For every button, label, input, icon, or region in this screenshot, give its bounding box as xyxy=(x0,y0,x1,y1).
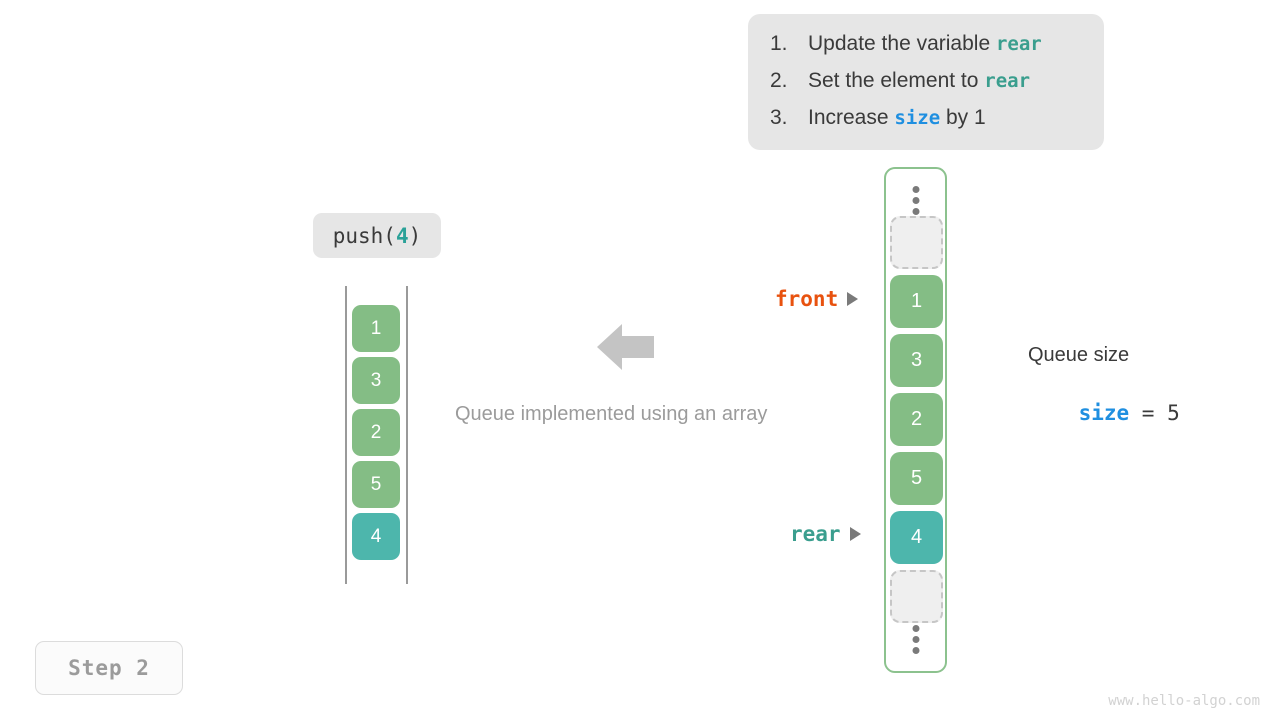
step-text-pre: Update the variable xyxy=(808,32,996,55)
operation-label: push(4) xyxy=(313,213,441,258)
pointer-arrowhead-icon xyxy=(847,292,859,306)
operation-argument: 4 xyxy=(395,223,409,248)
dot xyxy=(912,636,919,643)
operation-paren-close: ) xyxy=(408,223,422,248)
dot xyxy=(912,186,919,193)
array-cell: 3 xyxy=(352,357,400,404)
queue-container: 1 3 2 5 4 xyxy=(884,167,947,673)
queue-cell-empty xyxy=(890,570,943,623)
dot xyxy=(912,647,919,654)
step-text-pre: Set the element to xyxy=(808,69,985,92)
pointer-arrowhead-icon xyxy=(849,527,861,541)
step-list-item: 3. Increase size by 1 xyxy=(770,106,1082,143)
queue-cell: 1 xyxy=(890,275,943,328)
queue-cells: 1 3 2 5 4 xyxy=(890,216,945,629)
queue-cell-highlighted: 4 xyxy=(890,511,943,564)
step-number: 3. xyxy=(770,106,788,129)
queue-cell-empty xyxy=(890,216,943,269)
step-list-item: 1. Update the variable rear xyxy=(770,32,1082,69)
queue-cell: 2 xyxy=(890,393,943,446)
step-number: 2. xyxy=(770,69,788,92)
front-pointer-text: front xyxy=(775,287,839,311)
queue-cell: 5 xyxy=(890,452,943,505)
left-arrow-icon xyxy=(597,324,654,370)
dot xyxy=(912,625,919,632)
array-cell: 2 xyxy=(352,409,400,456)
steps-callout: 1. Update the variable rear 2. Set the e… xyxy=(748,14,1104,150)
front-pointer-label: front xyxy=(775,287,859,311)
rear-pointer-label: rear xyxy=(790,522,861,546)
left-array-cells: 1 3 2 5 4 xyxy=(352,305,400,565)
size-value: 5 xyxy=(1167,401,1180,425)
array-cell: 1 xyxy=(352,305,400,352)
watermark: www.hello-algo.com xyxy=(1108,693,1260,709)
size-equals-sign: = xyxy=(1129,401,1168,425)
queue-size-expression: size = 5 xyxy=(1028,377,1180,449)
array-rail-left xyxy=(345,286,347,584)
operation-name: push( xyxy=(332,223,396,248)
step-text-post: by 1 xyxy=(940,106,986,129)
step-text-pre: Increase xyxy=(808,106,895,129)
ellipsis-bottom-icon xyxy=(912,625,919,654)
queue-size-info: Queue size size = 5 xyxy=(1028,344,1180,449)
step-list-item: 2. Set the element to rear xyxy=(770,69,1082,106)
step-number: 1. xyxy=(770,32,788,55)
step-code-token: rear xyxy=(984,70,1031,92)
array-cell: 5 xyxy=(352,461,400,508)
dot xyxy=(912,197,919,204)
size-variable-name: size xyxy=(1078,401,1130,425)
queue-cell: 3 xyxy=(890,334,943,387)
step-code-token: size xyxy=(894,107,941,129)
diagram-caption: Queue implemented using an array xyxy=(455,403,768,425)
ellipsis-top-icon xyxy=(912,186,919,215)
dot xyxy=(912,208,919,215)
array-rail-right xyxy=(406,286,408,584)
step-badge: Step 2 xyxy=(35,641,183,695)
step-code-token: rear xyxy=(995,33,1042,55)
array-cell-highlighted: 4 xyxy=(352,513,400,560)
queue-size-title: Queue size xyxy=(1028,344,1130,366)
rear-pointer-text: rear xyxy=(790,522,841,546)
